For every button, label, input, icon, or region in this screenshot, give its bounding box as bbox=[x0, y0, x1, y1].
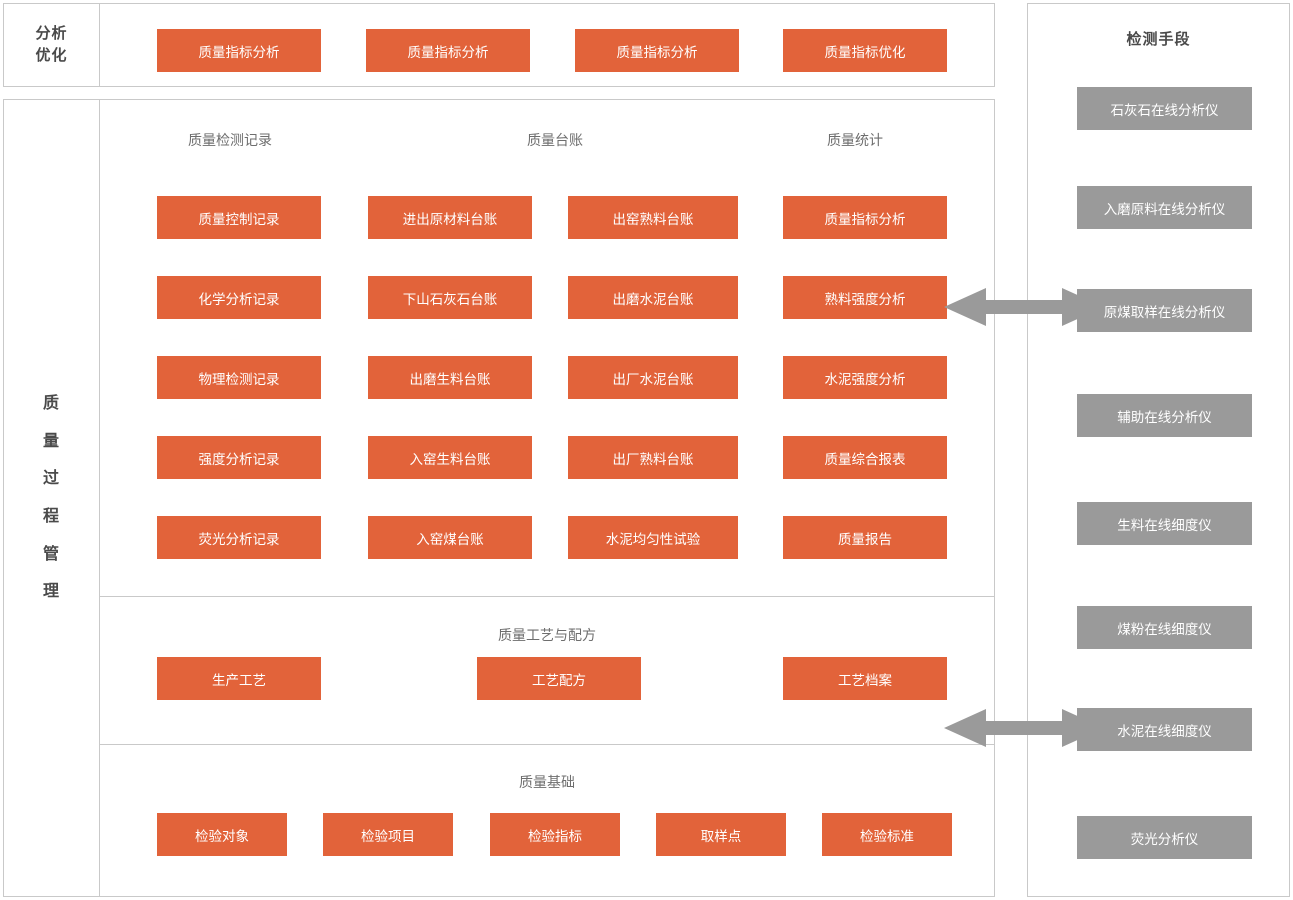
record-button-1-2[interactable]: 化学分析记录 bbox=[157, 276, 321, 319]
detection-method-7[interactable]: 水泥在线细度仪 bbox=[1077, 708, 1252, 751]
craft-button-3[interactable]: 工艺档案 bbox=[783, 657, 947, 700]
top-button-3[interactable]: 质量指标分析 bbox=[575, 29, 739, 72]
base-button-3[interactable]: 检验指标 bbox=[490, 813, 620, 856]
analysis-label-line-1: 分析 bbox=[35, 25, 68, 43]
quality-process-content: 质量检测记录 质量台账 质量统计 质量控制记录 化学分析记录 物理检测记录 强度… bbox=[100, 100, 994, 896]
base-button-1[interactable]: 检验对象 bbox=[157, 813, 287, 856]
ledger-button-3-4[interactable]: 出厂熟料台账 bbox=[568, 436, 738, 479]
craft-button-2[interactable]: 工艺配方 bbox=[477, 657, 641, 700]
base-button-5[interactable]: 检验标准 bbox=[822, 813, 952, 856]
statistics-button-4-3[interactable]: 水泥强度分析 bbox=[783, 356, 947, 399]
detection-method-3[interactable]: 原煤取样在线分析仪 bbox=[1077, 289, 1252, 332]
quality-base-section: 质量基础 检验对象 检验项目 检验指标 取样点 检验标准 bbox=[100, 745, 994, 897]
record-button-1-5[interactable]: 荧光分析记录 bbox=[157, 516, 321, 559]
detection-method-8[interactable]: 荧光分析仪 bbox=[1077, 816, 1252, 859]
section-title-craft-formula: 质量工艺与配方 bbox=[498, 627, 596, 643]
analysis-label-line-2: 优化 bbox=[35, 47, 68, 64]
column-title-inspection-records: 质量检测记录 bbox=[188, 132, 272, 148]
statistics-button-4-2[interactable]: 熟料强度分析 bbox=[783, 276, 947, 319]
ledger-button-2-1[interactable]: 进出原材料台账 bbox=[368, 196, 532, 239]
record-button-1-4[interactable]: 强度分析记录 bbox=[157, 436, 321, 479]
top-button-2[interactable]: 质量指标分析 bbox=[366, 29, 530, 72]
section-title-quality-base: 质量基础 bbox=[519, 774, 575, 790]
base-button-2[interactable]: 检验项目 bbox=[323, 813, 453, 856]
statistics-button-4-1[interactable]: 质量指标分析 bbox=[783, 196, 947, 239]
ledger-button-3-5[interactable]: 水泥均匀性试验 bbox=[568, 516, 738, 559]
record-button-1-3[interactable]: 物理检测记录 bbox=[157, 356, 321, 399]
statistics-button-4-5[interactable]: 质量报告 bbox=[783, 516, 947, 559]
ledger-button-2-3[interactable]: 出磨生料台账 bbox=[368, 356, 532, 399]
quality-process-management-panel: 质 量 过 程 管 理 质量检测记录 质量台账 质量统计 质量控制记录 化学分析… bbox=[3, 99, 995, 897]
ledger-button-2-5[interactable]: 入窑煤台账 bbox=[368, 516, 532, 559]
detection-method-1[interactable]: 石灰石在线分析仪 bbox=[1077, 87, 1252, 130]
detection-method-6[interactable]: 煤粉在线细度仪 bbox=[1077, 606, 1252, 649]
lower-double-arrow-icon bbox=[944, 705, 1104, 751]
detection-method-5[interactable]: 生料在线细度仪 bbox=[1077, 502, 1252, 545]
top-button-1[interactable]: 质量指标分析 bbox=[157, 29, 321, 72]
sidebar-title: 检测手段 bbox=[1126, 31, 1191, 48]
analysis-optimization-buttons: 质量指标分析 质量指标分析 质量指标分析 质量指标优化 bbox=[100, 4, 994, 86]
ledger-button-3-3[interactable]: 出厂水泥台账 bbox=[568, 356, 738, 399]
side-label-char-6: 理 bbox=[42, 583, 60, 601]
ledger-button-3-1[interactable]: 出窑熟料台账 bbox=[568, 196, 738, 239]
ledger-button-3-2[interactable]: 出磨水泥台账 bbox=[568, 276, 738, 319]
ledger-button-2-2[interactable]: 下山石灰石台账 bbox=[368, 276, 532, 319]
process-records-section: 质量检测记录 质量台账 质量统计 质量控制记录 化学分析记录 物理检测记录 强度… bbox=[100, 100, 994, 597]
analysis-optimization-label: 分析 优化 bbox=[4, 4, 100, 86]
column-title-statistics: 质量统计 bbox=[827, 132, 883, 148]
detection-methods-panel: 检测手段 石灰石在线分析仪 入磨原料在线分析仪 原煤取样在线分析仪 辅助在线分析… bbox=[1027, 3, 1290, 897]
record-button-1-1[interactable]: 质量控制记录 bbox=[157, 196, 321, 239]
column-title-ledger: 质量台账 bbox=[527, 132, 583, 148]
analysis-optimization-panel: 分析 优化 质量指标分析 质量指标分析 质量指标分析 质量指标优化 bbox=[3, 3, 995, 87]
side-label-char-1: 质 bbox=[42, 395, 60, 413]
side-label-char-2: 量 bbox=[42, 432, 60, 450]
base-button-4[interactable]: 取样点 bbox=[656, 813, 786, 856]
detection-method-2[interactable]: 入磨原料在线分析仪 bbox=[1077, 186, 1252, 229]
quality-process-management-label: 质 量 过 程 管 理 bbox=[4, 100, 100, 896]
craft-formula-section: 质量工艺与配方 生产工艺 工艺配方 工艺档案 bbox=[100, 597, 994, 745]
craft-button-1[interactable]: 生产工艺 bbox=[157, 657, 321, 700]
statistics-button-4-4[interactable]: 质量综合报表 bbox=[783, 436, 947, 479]
side-label-char-4: 程 bbox=[42, 508, 60, 525]
upper-double-arrow-icon bbox=[944, 284, 1104, 330]
side-label-char-5: 管 bbox=[42, 545, 60, 563]
top-button-4[interactable]: 质量指标优化 bbox=[783, 29, 947, 72]
detection-method-4[interactable]: 辅助在线分析仪 bbox=[1077, 394, 1252, 437]
side-label-char-3: 过 bbox=[42, 470, 60, 488]
ledger-button-2-4[interactable]: 入窑生料台账 bbox=[368, 436, 532, 479]
